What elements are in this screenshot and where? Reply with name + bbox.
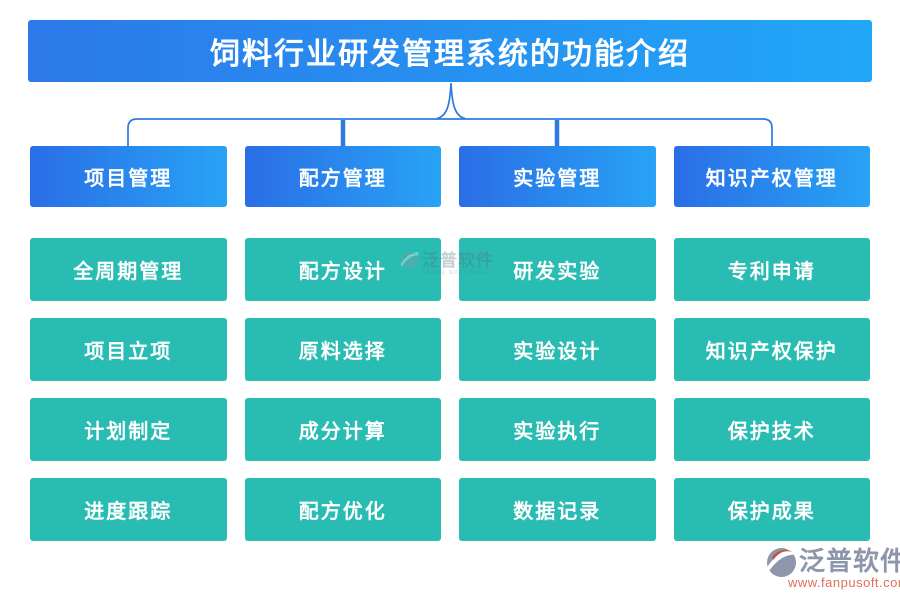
column-formula-management: 配方管理 配方设计 原料选择 成分计算 配方优化 xyxy=(244,146,441,558)
item-experiment-design: 实验设计 xyxy=(459,318,656,381)
brand-url: www.fanpusoft.com xyxy=(788,575,900,590)
diagram-title: 饲料行业研发管理系统的功能介绍 xyxy=(210,38,690,71)
item-protection-results: 保护成果 xyxy=(673,478,870,541)
brand-watermark: 泛普软件 www.fanpusoft.com xyxy=(766,547,900,590)
column-project-management: 项目管理 全周期管理 项目立项 计划制定 进度跟踪 xyxy=(30,146,227,558)
fanpu-logo-icon xyxy=(766,547,797,578)
column-experiment-management: 实验管理 研发实验 实验设计 实验执行 数据记录 xyxy=(459,146,656,558)
item-data-recording: 数据记录 xyxy=(459,478,656,541)
item-rd-experiment: 研发实验 xyxy=(459,238,656,301)
diagram-title-bar: 饲料行业研发管理系统的功能介绍 xyxy=(28,20,872,82)
item-ip-protection: 知识产权保护 xyxy=(673,318,870,381)
brand-name: 泛普软件 xyxy=(799,546,900,576)
item-raw-material-selection: 原料选择 xyxy=(244,318,441,381)
header-ip-management: 知识产权管理 xyxy=(673,146,870,207)
item-protection-technology: 保护技术 xyxy=(673,398,870,461)
header-experiment-management: 实验管理 xyxy=(459,146,656,207)
item-plan-formulation: 计划制定 xyxy=(30,398,227,461)
item-experiment-execution: 实验执行 xyxy=(459,398,656,461)
item-progress-tracking: 进度跟踪 xyxy=(30,478,227,541)
item-patent-application: 专利申请 xyxy=(673,238,870,301)
column-ip-management: 知识产权管理 专利申请 知识产权保护 保护技术 保护成果 xyxy=(673,146,870,558)
item-project-initiation: 项目立项 xyxy=(30,318,227,381)
item-formula-design: 配方设计 xyxy=(244,238,441,301)
item-formula-optimization: 配方优化 xyxy=(244,478,441,541)
item-ingredient-calculation: 成分计算 xyxy=(244,398,441,461)
header-formula-management: 配方管理 xyxy=(244,146,441,207)
diagram-columns: 项目管理 全周期管理 项目立项 计划制定 进度跟踪 配方管理 配方设计 原料选择… xyxy=(30,146,870,558)
header-project-management: 项目管理 xyxy=(30,146,227,207)
item-full-cycle-management: 全周期管理 xyxy=(30,238,227,301)
